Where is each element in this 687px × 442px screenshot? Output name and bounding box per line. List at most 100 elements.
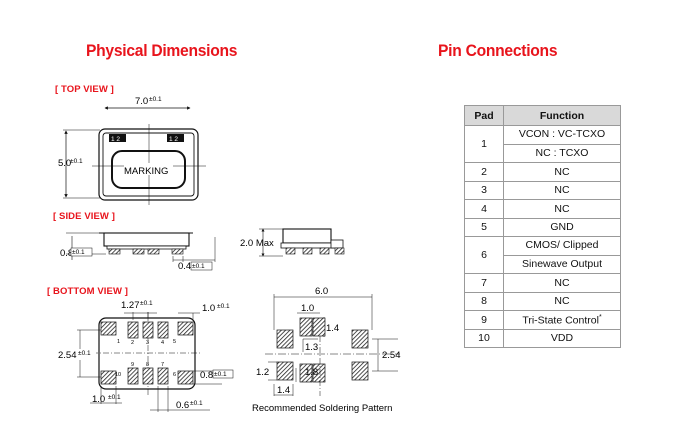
bottom-pad-2 — [127, 321, 139, 339]
pad-number: 3 — [146, 340, 149, 346]
pad-number: 9 — [131, 362, 134, 368]
bottom-pad-6 — [177, 370, 194, 385]
pad-height-tol: ±0.1 — [214, 371, 227, 378]
pin-row: 3 NC — [464, 180, 621, 200]
function-cell: NC — [503, 180, 621, 200]
side-foot-dim: 0.4 — [178, 261, 191, 272]
function-cell: VCON : VC-TCXO NC : TCXO — [503, 125, 621, 163]
side-pad — [147, 248, 160, 255]
top-pad-mark-right-text: 1 2 — [169, 136, 178, 143]
pin-table-header-row: Pad Function — [464, 105, 621, 126]
pin-row: 6 CMOS/ Clipped Sinewave Output — [464, 236, 621, 274]
profile-body — [282, 228, 332, 244]
pad-height-dim: 0.8 — [200, 370, 213, 381]
pad-cell: 9 — [464, 310, 504, 330]
pad-h-dim: 1.4 — [326, 323, 339, 334]
side-view-label: [ SIDE VIEW ] — [53, 211, 115, 222]
pitch-tol: ±0.1 — [140, 300, 153, 307]
pad-number: 5 — [173, 339, 176, 345]
max-height-dim: 2.0 Max — [240, 238, 274, 249]
pad-top-dim: 1.0 — [202, 303, 215, 314]
pad-number: 10 — [115, 372, 121, 378]
side-body — [103, 232, 190, 247]
bottom-pad-7 — [157, 367, 169, 385]
bottom-pad-9 — [127, 367, 139, 385]
pad-cell: 5 — [464, 217, 504, 237]
top-height-dim: 5.0 — [58, 158, 71, 169]
side-foot-tol-box — [190, 261, 213, 271]
function-cell: NC — [503, 199, 621, 219]
package-lid — [102, 132, 195, 197]
side-height-dim: 0.8 — [60, 248, 73, 259]
bottom-outline — [98, 317, 196, 390]
side-pad-w-dim: 1.4 — [277, 385, 290, 396]
top-view-label: [ TOP VIEW ] — [55, 84, 114, 95]
pad-width-dim: 0.6 — [176, 400, 189, 411]
marking-text-bg — [124, 163, 173, 175]
function-line: Sinewave Output — [522, 257, 602, 270]
physical-dimensions-heading: Physical Dimensions — [86, 41, 238, 60]
side-pad — [108, 248, 121, 255]
pad-width-tol: ±0.1 — [190, 400, 203, 407]
row-spacing-dim: 2.54 — [58, 350, 77, 361]
function-line: NC : TCXO — [535, 146, 589, 159]
pin-row: 10 VDD — [464, 328, 621, 348]
soldering-pattern: 6.0 1.0 1.4 1.3 2.54 1.2 1.4 1.8 Recom — [252, 286, 401, 414]
function-text: Tri-State Control — [522, 314, 599, 326]
function-cell: NC — [503, 162, 621, 182]
pin-row: 9 Tri-State Control* — [464, 310, 621, 330]
pin-row: 5 GND — [464, 217, 621, 237]
profile-base — [280, 242, 335, 249]
pad-cell: 2 — [464, 162, 504, 182]
pad-number: 4 — [161, 340, 164, 346]
pad-number: 7 — [161, 362, 164, 368]
pin-row: 1 VCON : VC-TCXO NC : TCXO — [464, 125, 621, 163]
marking-text: MARKING — [124, 166, 168, 177]
pad-cell: 7 — [464, 273, 504, 293]
bottom-pad-1 — [100, 321, 117, 336]
pitch-dim: 1.27 — [121, 300, 140, 311]
overall-dim: 6.0 — [315, 286, 328, 297]
side-height-tol: ±0.1 — [72, 249, 85, 256]
top-pad-mark-left — [109, 134, 126, 142]
function-cell: Tri-State Control* — [503, 310, 621, 330]
top-pad-mark-right — [167, 134, 184, 142]
top-height-tol: ±0.1 — [70, 158, 83, 165]
land-pad — [299, 317, 313, 337]
side-pad-h-dim: 1.2 — [256, 367, 269, 378]
gap-dim: 1.3 — [305, 342, 318, 353]
side-base — [106, 245, 187, 250]
top-width-dim: 7.0 — [135, 96, 148, 107]
bottom-view: 1 2 3 4 5 10 9 8 7 6 1.27 ±0.1 1.0 ±0.1 … — [56, 300, 234, 412]
pad-left-tol: ±0.1 — [108, 394, 121, 401]
marking-area — [111, 150, 186, 189]
side-pad — [132, 248, 145, 255]
pad-column-header: Pad — [464, 105, 504, 126]
pad-number: 6 — [173, 372, 176, 378]
bottom-pad-3 — [142, 321, 154, 339]
bottom-pad-5 — [177, 321, 194, 336]
pad-top-tol: ±0.1 — [217, 303, 230, 310]
profile-lip — [330, 239, 344, 249]
side-foot-tol: ±0.1 — [192, 263, 205, 270]
function-line: CMOS/ Clipped — [504, 237, 620, 256]
footnote-mark: * — [598, 313, 602, 321]
side-view: 0.8 ±0.1 0.4 ±0.1 2.0 Max — [60, 228, 345, 272]
soldering-caption: Recommended Soldering Pattern — [252, 403, 392, 414]
span-dim: 2.54 — [382, 350, 401, 361]
profile-pad — [285, 247, 296, 255]
profile-pad — [334, 247, 345, 255]
pad-cell: 8 — [464, 291, 504, 311]
land-pad — [276, 329, 294, 349]
pin-row: 2 NC — [464, 162, 621, 182]
pin-row: 7 NC — [464, 273, 621, 293]
function-cell: CMOS/ Clipped Sinewave Output — [503, 236, 621, 274]
function-column-header: Function — [503, 105, 621, 126]
pad-height-tol-box — [212, 369, 234, 379]
pad-number: 2 — [131, 340, 134, 346]
profile-pad — [319, 247, 330, 255]
land-pad — [351, 329, 369, 349]
bottom-pad-4 — [157, 321, 169, 339]
pad-cell: 6 — [464, 236, 504, 274]
